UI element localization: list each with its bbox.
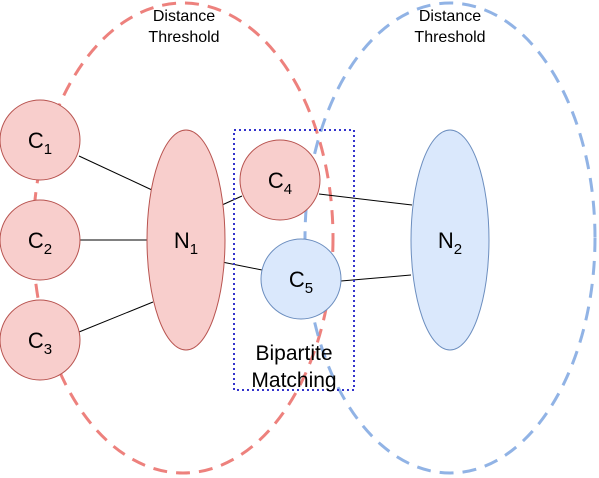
edge-n1-c4	[221, 195, 243, 206]
threshold-label-left-line2: Threshold	[148, 29, 219, 46]
bipartite-matching-box	[233, 129, 355, 391]
node-c2	[0, 199, 81, 281]
edge-c1-n1	[78, 155, 153, 191]
threshold-label-right-line2: Threshold	[414, 29, 485, 46]
label-c5: C5	[289, 267, 313, 297]
edge-c5-n2	[340, 274, 412, 282]
edge-c4-n2	[318, 193, 413, 206]
edge-c3-n1	[78, 301, 154, 333]
label-n1: N1	[174, 228, 198, 258]
bipartite-label-line1: Bipartite	[255, 342, 332, 365]
threshold-label-right-line1: Distance	[419, 8, 481, 25]
label-c2: C2	[28, 228, 52, 258]
node-c1	[0, 99, 81, 181]
node-n2	[410, 129, 490, 351]
node-n1	[146, 129, 226, 351]
label-c4: C4	[268, 168, 292, 198]
threshold-label-left-line1: Distance	[153, 8, 215, 25]
node-c5	[260, 238, 342, 320]
edge-n1-c5	[221, 261, 263, 271]
distance-threshold-region-right	[303, 1, 597, 475]
node-c4	[239, 139, 321, 221]
node-c3	[0, 299, 81, 381]
label-n2: N2	[438, 228, 462, 258]
bipartite-label-line2: Matching	[251, 369, 336, 392]
label-c3: C3	[28, 328, 52, 358]
label-c1: C1	[28, 128, 52, 158]
